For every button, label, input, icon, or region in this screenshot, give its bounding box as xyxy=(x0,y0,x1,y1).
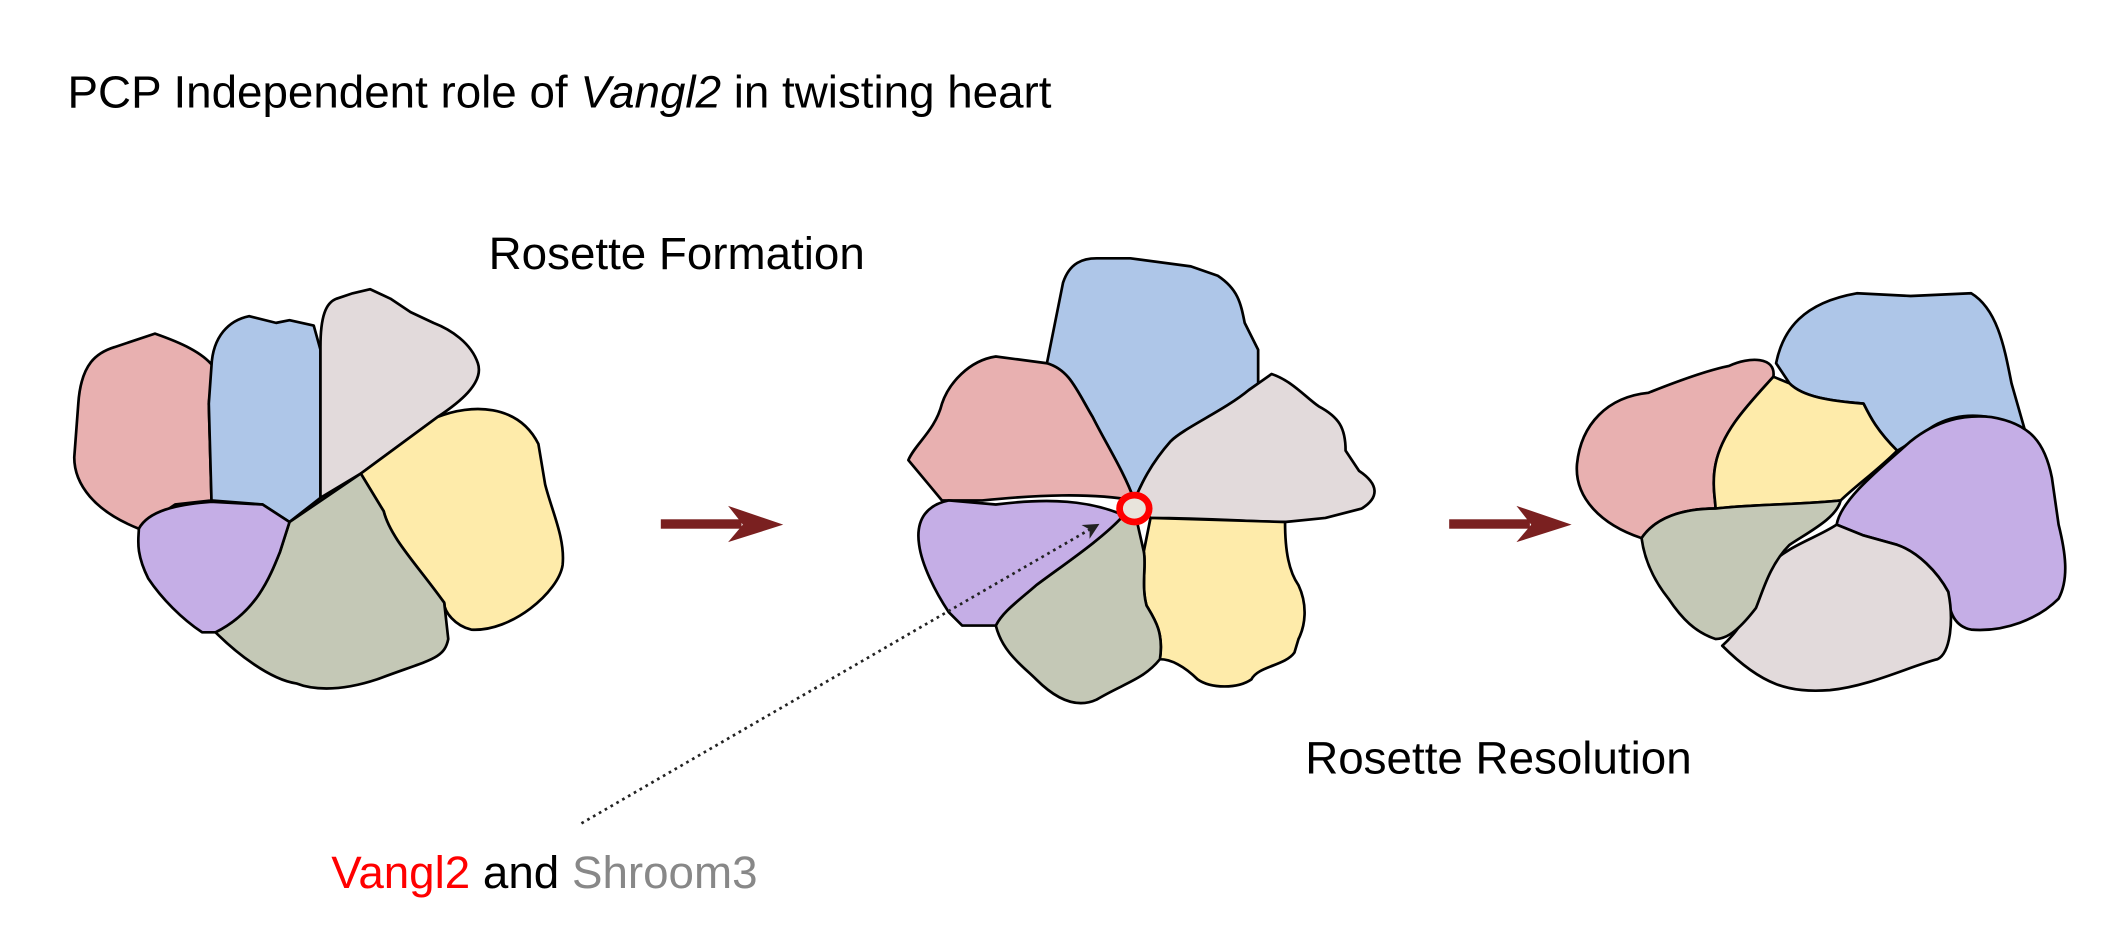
annotation-pointer xyxy=(580,523,1100,825)
initial-cell-cluster xyxy=(72,287,565,690)
arrow-formation xyxy=(660,505,784,543)
vangl2-shroom3-ring xyxy=(1116,491,1153,526)
cell-pink xyxy=(907,355,1136,502)
rosette-cell-cluster xyxy=(907,256,1376,705)
figure-title: PCP Independent role of Vangl2 in twisti… xyxy=(68,67,1052,118)
cell-blue xyxy=(207,314,322,524)
rosette-formation-label: Rosette Formation xyxy=(489,228,865,279)
cell-yellow xyxy=(1142,516,1306,688)
resolved-cell-cluster xyxy=(1575,291,2067,692)
arrow-resolution xyxy=(1449,505,1572,543)
rosette-resolution-label: Rosette Resolution xyxy=(1305,733,1691,784)
cell-purple xyxy=(917,499,1125,627)
cell-green xyxy=(1640,499,1843,641)
vangl2-label: Vangl2 xyxy=(331,847,470,898)
shroom3-label: Shroom3 xyxy=(572,847,758,898)
cell-purple xyxy=(136,500,291,634)
cell-grey xyxy=(319,287,481,500)
cell-pink xyxy=(72,332,215,531)
protein-annotation: Vangl2 and Shroom3 xyxy=(331,847,757,898)
